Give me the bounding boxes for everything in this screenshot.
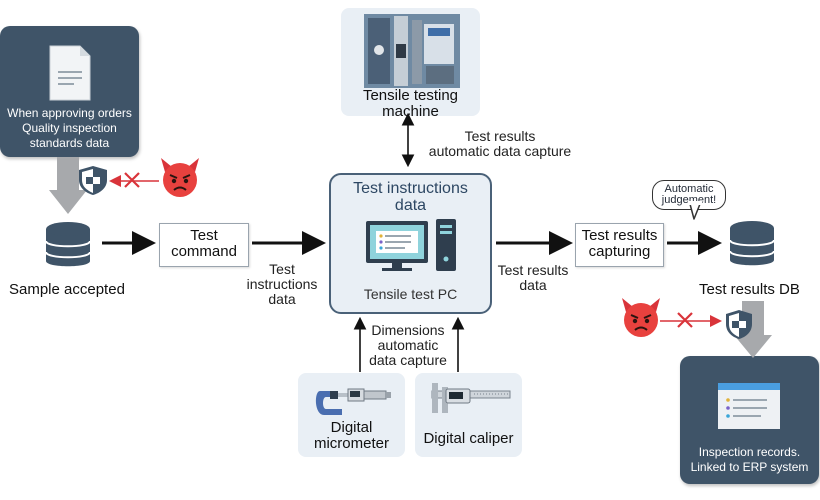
pc-caption: Tensile test PC <box>363 286 458 302</box>
micrometer-icon <box>315 388 391 415</box>
inspection-standards-panel: When approving orders Quality inspection… <box>0 26 139 157</box>
inspection-records-line1: Inspection records. <box>698 445 801 459</box>
test-command-box: Test command <box>159 223 249 267</box>
sample-accepted-label: Sample accepted <box>9 281 125 298</box>
cross-icon <box>677 312 693 328</box>
digital-caliper-panel: Digital caliper <box>415 373 522 457</box>
caliper-label: Digital caliper <box>423 430 514 447</box>
computer-icon <box>366 219 456 271</box>
devil-icon <box>161 158 199 197</box>
pc-title-line1: Test instructions <box>353 180 468 197</box>
database-icon <box>729 221 775 266</box>
micrometer-line2: micrometer <box>313 435 389 452</box>
browser-window-icon <box>718 383 780 429</box>
tensile-test-pc-panel: Test instructions data Tensile test PC <box>329 173 492 314</box>
test-results-db-label: Test results DB <box>699 281 800 298</box>
tensile-machine-line2: machine <box>382 103 439 120</box>
dimensions-capture-label: Dimensions automatic data capture <box>369 322 447 368</box>
test-results-capture-label: Test results automatic data capture <box>428 128 572 159</box>
test-instructions-label: Test instructions data <box>246 261 318 307</box>
caliper-icon <box>431 383 511 413</box>
standards-to-db-arrow <box>49 157 87 214</box>
document-icon <box>49 45 91 101</box>
test-results-data-label: Test results data <box>497 262 569 293</box>
pc-title-line2: data <box>394 197 427 214</box>
tensile-testing-machine-panel: Tensile testing machine <box>341 8 480 120</box>
tensile-machine-line1: Tensile testing <box>362 87 459 104</box>
inspection-standards-line2: Quality inspection <box>22 121 117 135</box>
inspection-records-panel: Inspection records. Linked to ERP system <box>680 356 819 484</box>
tensile-testing-machine-photo <box>364 14 460 88</box>
inspection-standards-line3: standards data <box>29 136 110 150</box>
bubble-tail <box>689 203 701 220</box>
database-icon <box>45 222 91 267</box>
shield-icon <box>726 310 752 339</box>
cross-icon <box>124 172 140 188</box>
devil-icon <box>622 298 660 337</box>
inspection-records-line2: Linked to ERP system <box>690 460 809 474</box>
test-results-capturing-box: Test results capturing <box>575 223 664 267</box>
micrometer-line1: Digital <box>330 419 373 436</box>
inspection-standards-line1: When approving orders <box>7 106 132 120</box>
digital-micrometer-panel: Digital micrometer <box>298 373 405 457</box>
shield-icon <box>79 166 107 195</box>
